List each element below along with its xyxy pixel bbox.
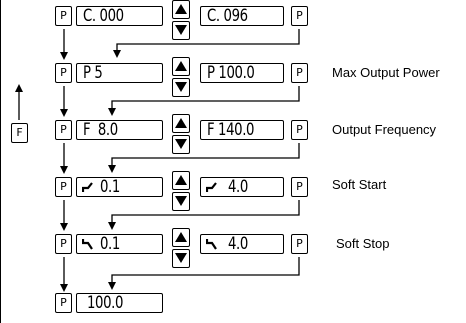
up-arrow-key[interactable]: [172, 171, 190, 190]
soft-stop-icon: [82, 239, 93, 250]
final-display: 100.0: [76, 293, 163, 313]
up-down-keys: [172, 57, 190, 98]
up-down-keys: [172, 114, 190, 155]
max-display-text: 4.0: [228, 234, 248, 254]
step-row-code: P C. 000 C. 096 P: [0, 0, 466, 40]
step-row-frequency: P F 8.0 F 140.0 P Output Frequency: [0, 114, 466, 154]
min-display: 0.1: [76, 177, 163, 197]
max-display: 4.0: [200, 177, 284, 197]
p-key[interactable]: P: [55, 63, 72, 83]
down-triangle-icon: [175, 82, 187, 92]
max-display: F 140.0: [200, 120, 284, 140]
soft-stop-icon: [206, 239, 217, 250]
step-row-soft-stop: P 0.1 4.0 P Soft Stop: [0, 228, 466, 268]
down-triangle-icon: [175, 253, 187, 263]
up-triangle-icon: [175, 61, 187, 71]
up-triangle-icon: [175, 232, 187, 242]
step-row-soft-start: P 0.1 4.0 P Soft Start: [0, 171, 466, 211]
up-arrow-key[interactable]: [172, 57, 190, 76]
return-connector-1: [113, 29, 300, 58]
down-triangle-icon: [175, 139, 187, 149]
max-display: 4.0: [200, 234, 284, 254]
p-key[interactable]: P: [55, 293, 72, 313]
down-arrow-key[interactable]: [172, 21, 190, 40]
max-display: C. 096: [200, 6, 284, 26]
p-key[interactable]: P: [291, 6, 308, 26]
param-label: Output Frequency: [332, 122, 437, 137]
param-label: Soft Stop: [336, 236, 390, 251]
p-key[interactable]: P: [291, 63, 308, 83]
up-triangle-icon: [175, 175, 187, 185]
max-display-text: 4.0: [228, 177, 248, 197]
return-connector-2: [108, 86, 300, 116]
param-label: Soft Start: [332, 177, 387, 192]
final-display-text: 100.0: [87, 293, 124, 313]
down-triangle-icon: [175, 196, 187, 206]
up-triangle-icon: [175, 118, 187, 128]
down-arrow-key[interactable]: [172, 78, 190, 97]
down-arrow-key[interactable]: [172, 192, 190, 211]
p-key[interactable]: P: [291, 120, 308, 140]
up-arrow-key[interactable]: [172, 114, 190, 133]
p-key[interactable]: P: [55, 177, 72, 197]
min-display-text: 0.1: [100, 177, 120, 197]
up-down-keys: [172, 0, 190, 41]
up-down-keys: [172, 228, 190, 269]
down-arrow-key[interactable]: [172, 249, 190, 268]
min-display: C. 000: [76, 6, 163, 26]
up-triangle-icon: [175, 4, 187, 14]
left-border-line: [0, 0, 1, 323]
return-connector-5: [108, 257, 300, 290]
final-row: P 100.0: [0, 293, 466, 323]
min-display-text: F 8.0: [83, 120, 118, 140]
return-connector-4: [108, 200, 300, 230]
f-key[interactable]: F: [11, 123, 28, 143]
max-display-text: F 140.0: [207, 120, 255, 140]
p-key[interactable]: P: [55, 234, 72, 254]
up-arrow-key[interactable]: [172, 0, 190, 19]
p-key[interactable]: P: [55, 6, 72, 26]
max-display-text: P 100.0: [207, 63, 255, 83]
return-connector-3: [108, 143, 300, 173]
max-display-text: C. 096: [207, 6, 248, 26]
min-display-text: C. 000: [83, 6, 124, 26]
down-triangle-icon: [175, 25, 187, 35]
soft-start-icon: [82, 182, 93, 192]
down-arrow-key[interactable]: [172, 135, 190, 154]
min-display: P 5: [76, 63, 163, 83]
up-arrow-key[interactable]: [172, 228, 190, 247]
p-key[interactable]: P: [291, 177, 308, 197]
step-row-power: P P 5 P 100.0 P Max Output Power: [0, 57, 466, 97]
param-label: Max Output Power: [332, 65, 440, 80]
p-key[interactable]: P: [55, 120, 72, 140]
max-display: P 100.0: [200, 63, 284, 83]
min-display-text: 0.1: [100, 234, 120, 254]
soft-start-icon: [206, 182, 217, 192]
up-down-keys: [172, 171, 190, 212]
min-display: 0.1: [76, 234, 163, 254]
min-display: F 8.0: [76, 120, 163, 140]
min-display-text: P 5: [83, 63, 103, 83]
p-key[interactable]: P: [291, 234, 308, 254]
